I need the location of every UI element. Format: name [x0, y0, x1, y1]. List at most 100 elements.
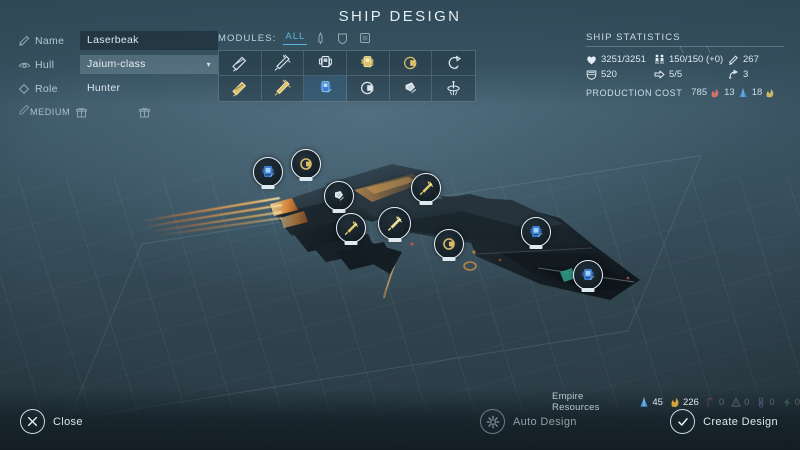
resource-antimatter: 0	[782, 397, 800, 408]
auto-design-button-label: Auto Design	[513, 415, 577, 428]
design-slots-row: MEDIUM	[18, 102, 218, 122]
resource-mercurite: 0	[756, 396, 775, 408]
stat-weapon-damage: 267	[728, 54, 784, 65]
marker-support-2[interactable]	[521, 217, 551, 249]
crew-icon	[654, 54, 665, 65]
missile-weapon-icon	[274, 54, 291, 71]
hyperium-icon	[670, 397, 680, 407]
missile-weapon-icon	[387, 215, 402, 231]
production-cost-row: PRODUCTION COST 785 13 18	[586, 87, 784, 98]
support-blue-icon	[582, 269, 595, 280]
marker-foot	[261, 185, 275, 189]
missile-weapon-icon	[419, 180, 433, 195]
close-button-label: Close	[53, 415, 83, 428]
shield-dark-icon	[361, 81, 374, 95]
design-hull-row: Hull Jaium-class ▾	[18, 54, 218, 75]
marker-support-1[interactable]	[253, 157, 283, 189]
tab-all[interactable]: ALL	[283, 31, 308, 45]
close-x-icon	[20, 409, 45, 434]
design-role-value[interactable]: Hunter	[87, 82, 121, 94]
stat-armor-value: 520	[601, 69, 617, 80]
marker-weapon-3[interactable]	[378, 207, 411, 242]
stat-hitpoints: 3251/3251	[586, 54, 654, 65]
filter-weapon-icon[interactable]	[314, 31, 327, 45]
stat-weapon-damage-value: 267	[743, 54, 759, 65]
resource-titanium: 45	[639, 397, 663, 408]
module-shield-dark[interactable]	[347, 76, 390, 101]
module-support-blue[interactable]	[304, 76, 347, 101]
marker-shield-2[interactable]	[434, 229, 464, 261]
support-blue-icon	[319, 81, 332, 93]
auto-design-button[interactable]: Auto Design	[480, 409, 577, 434]
gear-icon	[480, 409, 505, 434]
titanium-icon	[738, 88, 748, 98]
resource-hyperium: 226	[670, 397, 699, 408]
marker-foot	[332, 209, 346, 213]
bottom-chrome-band	[0, 388, 800, 450]
module-armor-basic[interactable]	[304, 51, 347, 76]
design-hull-value: Jaium-class	[87, 58, 146, 70]
marker-weapon-2[interactable]	[336, 213, 366, 245]
module-kinetic-basic[interactable]	[219, 51, 262, 76]
industry-icon	[710, 88, 720, 98]
create-design-button-label: Create Design	[703, 415, 778, 428]
filter-defense-icon[interactable]	[336, 32, 349, 45]
marker-shield-1[interactable]	[291, 149, 321, 181]
resource-titanium-value: 45	[652, 396, 663, 408]
support-blue-icon	[530, 226, 543, 237]
filter-support-icon[interactable]	[358, 32, 371, 45]
stat-maneuver-value: 3	[743, 69, 749, 80]
pencil-icon	[18, 103, 30, 121]
armor-gold-icon	[361, 55, 375, 68]
marker-armor-1[interactable]	[324, 181, 354, 213]
modules-title: MODULES:	[218, 32, 277, 44]
weapon-icon	[728, 54, 739, 65]
module-deflector[interactable]	[432, 51, 475, 76]
stat-armor: 520	[586, 69, 654, 80]
missile-gold-icon	[274, 79, 291, 96]
module-missile-basic[interactable]	[261, 51, 305, 76]
design-hull-select[interactable]: Jaium-class ▾	[80, 55, 218, 74]
stat-manpower-value: 150/150 (+0)	[669, 54, 724, 65]
marker-foot	[529, 245, 543, 249]
marker-foot	[299, 177, 313, 181]
close-button[interactable]: Close	[20, 409, 83, 434]
stats-divider	[586, 46, 784, 47]
missile-weapon-icon	[344, 220, 358, 235]
marker-weapon-1[interactable]	[411, 173, 441, 205]
top-chrome-band	[0, 0, 800, 108]
design-properties-panel: Name Laserbeak Hull Jaium-class ▾ Role H…	[18, 30, 218, 122]
titanium-icon	[639, 397, 649, 407]
module-sensor[interactable]	[432, 76, 475, 101]
pencil-icon	[18, 35, 35, 47]
module-shield-basic[interactable]	[389, 51, 433, 76]
probe-module-icon	[405, 82, 417, 94]
kinetic-weapon-icon	[232, 56, 247, 72]
marker-support-3[interactable]	[573, 260, 603, 292]
maneuver-icon	[728, 69, 739, 80]
resource-hyperium-value: 226	[682, 396, 699, 408]
design-name-input[interactable]: Laserbeak	[80, 31, 218, 50]
cost-industry: 785	[691, 87, 720, 98]
speed-icon	[654, 69, 665, 80]
resource-adamantian-value: 0	[718, 396, 725, 408]
slot-empty-icon-1[interactable]	[75, 106, 88, 119]
design-role-label: Role	[35, 82, 58, 95]
hull-icon	[18, 59, 35, 71]
resource-mercurite-value: 0	[769, 396, 775, 408]
module-kinetic-gold[interactable]	[219, 76, 262, 101]
create-design-button[interactable]: Create Design	[670, 409, 778, 434]
chevron-down-icon: ▾	[206, 60, 211, 69]
slot-empty-icon-2[interactable]	[138, 106, 151, 119]
marker-foot	[344, 241, 358, 245]
empire-resources-label: Empire Resources	[552, 391, 600, 413]
stats-grid: 3251/3251 150/150 (+0) 267 520 5/5	[586, 54, 784, 80]
marker-foot	[419, 201, 433, 205]
module-probe[interactable]	[390, 76, 433, 101]
marker-foot	[581, 288, 595, 292]
support-blue-icon	[262, 166, 275, 177]
modules-panel: MODULES: ALL	[218, 30, 476, 102]
page-title: SHIP DESIGN	[338, 8, 462, 25]
module-missile-gold[interactable]	[262, 76, 305, 101]
module-armor-gold[interactable]	[347, 51, 390, 76]
